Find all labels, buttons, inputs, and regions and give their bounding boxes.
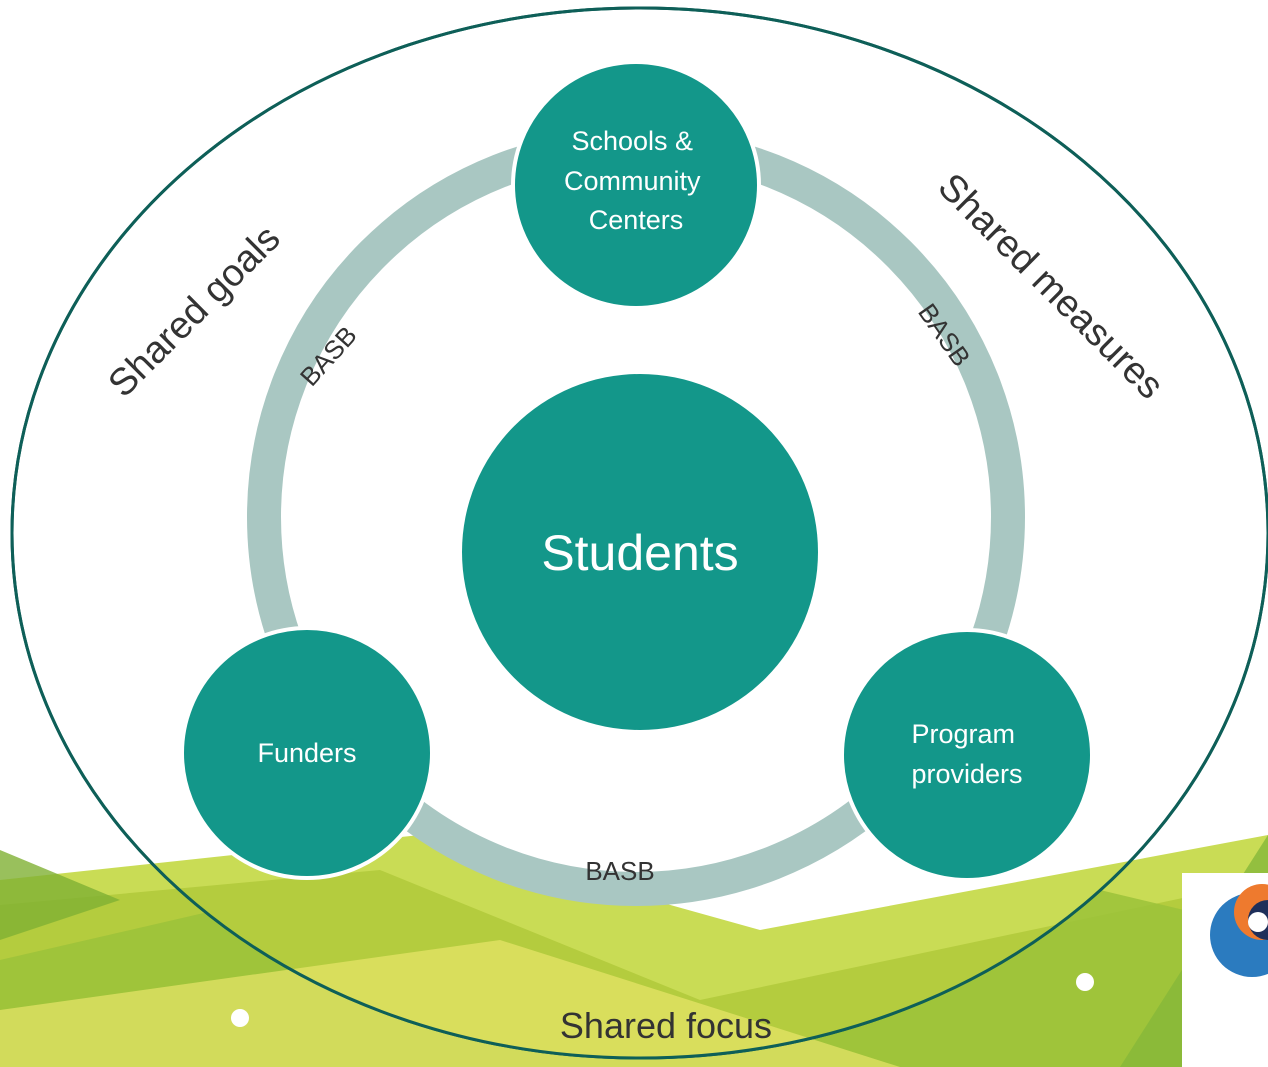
node-providers-label: Program providers <box>911 719 1022 789</box>
node-funders <box>180 626 434 880</box>
center-node <box>462 374 818 730</box>
center-node-label: Students <box>541 525 738 581</box>
sparkle-dot <box>231 1009 249 1027</box>
node-funders-label: Funders <box>257 738 356 768</box>
node-schools-label: Schools & Community Centers <box>564 126 708 235</box>
sparkle-dot <box>1076 973 1094 991</box>
outer-label-focus: Shared focus <box>560 1005 772 1046</box>
logo <box>1182 873 1268 1067</box>
node-providers <box>840 628 1094 882</box>
node-schools <box>511 60 761 310</box>
ring-label-bottom: BASB <box>585 856 654 886</box>
